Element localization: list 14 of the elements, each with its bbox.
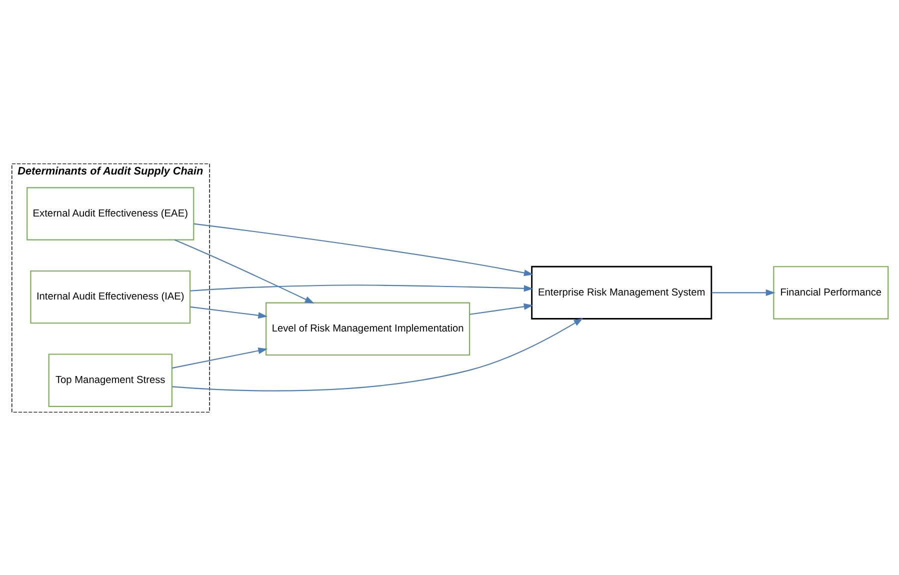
arrow	[190, 306, 268, 318]
node-box: Internal Audit Effectiveness (IAE)	[30, 270, 190, 324]
arrow	[174, 238, 314, 303]
arrow	[171, 347, 268, 368]
arrow	[469, 302, 533, 314]
node-box: Enterprise Risk Management System	[530, 265, 712, 319]
node-box: Level of Risk Management Implementation	[265, 302, 470, 356]
node-box: Financial Performance	[772, 266, 888, 319]
arrow	[193, 222, 533, 276]
node-box: Top Management Stress	[48, 353, 172, 406]
arrow	[190, 284, 533, 292]
arrow	[172, 318, 583, 391]
node-box: External Audit Effectiveness (EAE)	[26, 186, 194, 240]
arrow	[711, 288, 775, 296]
